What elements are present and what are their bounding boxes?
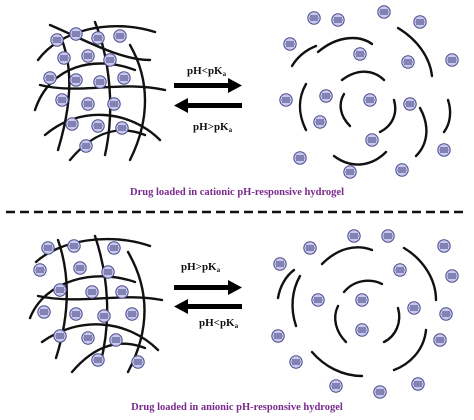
polymer-chains xyxy=(28,234,164,374)
forward-arrow xyxy=(174,280,242,295)
collapsed-hydrogel-network xyxy=(28,234,164,374)
bottom-panel: pH>pKa pH<pKa xyxy=(28,229,459,413)
drug-molecules xyxy=(43,27,131,153)
forward-condition-label: pH<pKa xyxy=(187,65,227,78)
forward-condition-label: pH>pKa xyxy=(181,261,221,274)
reverse-condition-label: pH<pKa xyxy=(199,317,239,330)
swollen-hydrogel-network xyxy=(279,5,459,179)
polymer-chains xyxy=(290,26,452,166)
swollen-hydrogel-network xyxy=(271,229,459,399)
caption-cationic: Drug loaded in cationic pH-responsive hy… xyxy=(130,187,344,198)
reverse-arrow xyxy=(174,299,242,314)
polymer-chains xyxy=(276,246,438,378)
top-panel: pH<pKa pH>pKa xyxy=(33,5,459,198)
caption-anionic: Drug loaded in anionic pH-responsive hyd… xyxy=(131,402,343,413)
reverse-condition-label: pH>pKa xyxy=(193,121,233,134)
drug-molecules xyxy=(33,239,145,369)
reverse-arrow xyxy=(174,98,242,113)
collapsed-hydrogel-network xyxy=(33,20,167,162)
drug-molecules xyxy=(271,229,459,399)
forward-arrow xyxy=(174,78,242,93)
drug-molecules xyxy=(279,5,459,179)
